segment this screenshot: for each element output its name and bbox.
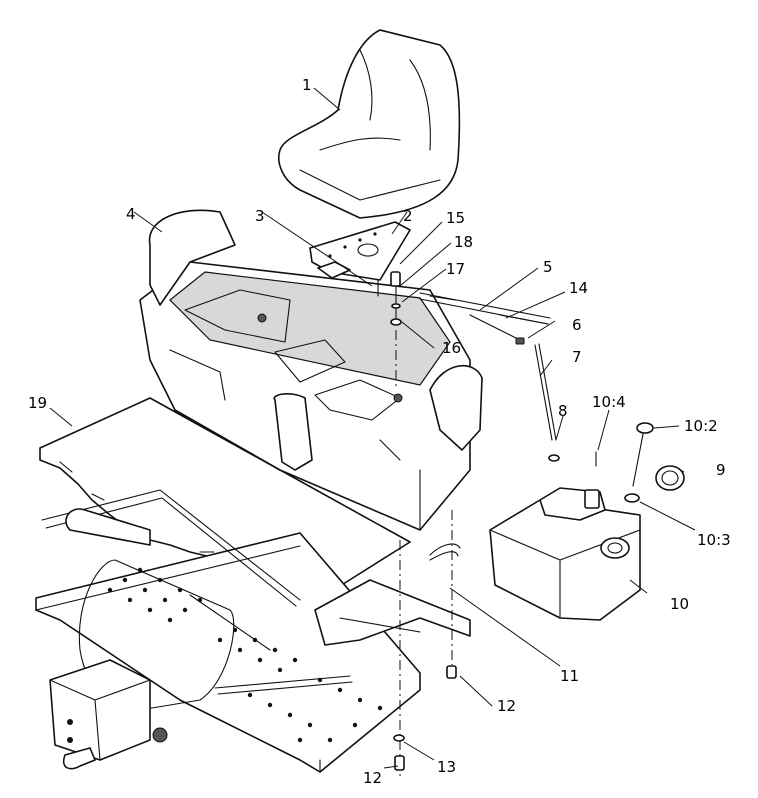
frame-chassis-icon: [35, 489, 471, 773]
fuel-gauge-icon: [632, 422, 654, 487]
callout-1: 1: [302, 76, 312, 94]
callout-10-2: 10:2: [684, 417, 718, 435]
callout-18: 18: [454, 233, 473, 251]
washer-icon: [391, 303, 401, 309]
callout-9: 9: [716, 461, 726, 479]
spacer-icon: [390, 271, 401, 287]
callout-16: 16: [442, 339, 461, 357]
seat-icon: [278, 29, 461, 219]
callout-7: 7: [572, 348, 582, 366]
fuel-tank-icon: [489, 487, 641, 621]
washer-icon: [390, 318, 402, 326]
callout-10-4: 10:4: [592, 393, 626, 411]
callout-12-lower: 12: [363, 769, 382, 787]
callout-15: 15: [446, 209, 465, 227]
rod-icon: [419, 292, 551, 341]
leader-lines: [49, 87, 696, 769]
callout-4: 4: [126, 205, 136, 223]
seat-mounting-plate-icon: [309, 221, 411, 281]
callout-3: 3: [255, 207, 265, 225]
nut-icon: [515, 337, 525, 345]
callout-14: 14: [569, 279, 588, 297]
callout-2: 2: [403, 207, 413, 225]
callout-10: 10: [670, 595, 689, 613]
callout-17: 17: [446, 260, 465, 278]
callout-12-upper: 12: [497, 697, 516, 715]
callout-8: 8: [558, 402, 568, 420]
callout-10-3: 10:3: [697, 531, 731, 549]
fuel-cap-icon: [655, 465, 685, 491]
washer-icon: [393, 734, 405, 742]
callout-6: 6: [572, 316, 582, 334]
support-rod-icon: [534, 343, 560, 462]
callout-5: 5: [543, 258, 553, 276]
bracket-icon: [429, 543, 461, 561]
callout-labels: 1 2 3 4 5 6 7 8 9 10 10:2 10:3 10:4 11 1…: [28, 76, 731, 787]
seat-base-pod-icon: [139, 209, 483, 531]
callout-19: 19: [28, 394, 47, 412]
callout-11: 11: [560, 667, 579, 685]
grommet-icon: [624, 493, 640, 503]
bolt-icon: [394, 665, 457, 771]
callout-13: 13: [437, 758, 456, 776]
